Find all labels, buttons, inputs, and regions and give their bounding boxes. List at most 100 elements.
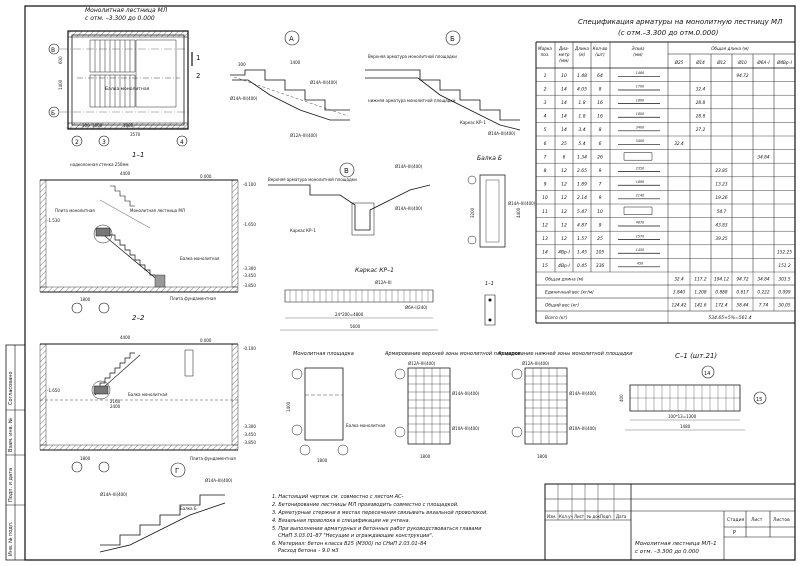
platform-title: Монолитная площадка	[293, 351, 354, 357]
platform-beam-label: Балка монолитная	[346, 423, 386, 428]
detail-g-rebar-2: Ø14А–III(400)	[205, 478, 233, 483]
spec-row-sketch: 3400	[636, 126, 644, 130]
detail-g: Г Ø14А–III(400) Ø14А–III(400) Балка Б	[100, 463, 233, 552]
spec-total-val: 34.84	[757, 276, 770, 282]
plan-dim-300: 300	[82, 123, 90, 128]
plan-dim-600: 600	[58, 56, 63, 64]
spec-row-len: 2.14	[577, 195, 587, 201]
spec-row-diam: 14	[561, 114, 567, 120]
lower-zone-dim: 1800	[537, 454, 548, 459]
spec-total-val: 30.05	[778, 302, 791, 308]
spec-row-val: 32.4	[696, 86, 706, 92]
detail-b-label: Б	[450, 35, 455, 43]
spec-header-5: Общая длина (м)	[711, 46, 749, 51]
side-stamp-sign-date: Подп. и дата	[8, 468, 14, 502]
spec-row-diam: 12	[561, 168, 567, 174]
spec-row-sketch: 5400	[636, 139, 644, 143]
section-1-plate-label: Плита монолитная	[55, 208, 95, 213]
spec-row-len: 3.4	[578, 127, 585, 133]
spec-row-pos: 5	[544, 127, 547, 133]
kp1-title: Каркас КР–1	[355, 267, 394, 274]
beam-b-title: Балка Б	[477, 155, 502, 162]
spec-total-val: 1.208	[694, 289, 707, 295]
section-1-lvl-1: -0.100	[243, 182, 256, 187]
upper-zone-rebar-3: Ø10А–III(400)	[452, 426, 480, 431]
spec-header-0: Марка	[538, 46, 552, 51]
section-2-title: 2–2	[132, 314, 145, 322]
spec-row-pos: 9	[544, 182, 547, 188]
section-2-lvl-5: -3.850	[243, 440, 256, 445]
stamp-col-1: Кол.уч	[559, 514, 573, 519]
spec-grid: Маркапоз.Диа-метр(мм)Длина(м)Кол-во(шт)Э…	[536, 42, 795, 323]
stamp-col-2: Лист	[574, 514, 585, 519]
spec-total-val: 7.74	[759, 302, 769, 308]
spec-row-val: 94.72	[736, 73, 749, 79]
detail-a-label: А	[289, 35, 294, 43]
section-1-title: 1–1	[132, 151, 144, 159]
spec-total-val: 0.888	[715, 289, 728, 295]
spec-header-3: Кол-во	[593, 46, 608, 51]
spec-row-pos: 8	[544, 168, 547, 174]
plan-dim-3570: 3570	[130, 132, 141, 137]
detail-v-rebar-1: Ø14А–III(400)	[395, 164, 423, 169]
section-2-lvl-1: -0.100	[243, 346, 256, 351]
note-1: 1. Настоящий чертеж см. совместно с лист…	[272, 494, 404, 500]
plan-view: Монолитная лестница МЛ с отм. –3.300 до …	[49, 7, 200, 146]
spec-row-qty: 16	[597, 114, 603, 120]
spec-row-val: 34.84	[757, 154, 770, 160]
detail-b-lower: нижняя арматура монолитной площадки	[368, 98, 456, 103]
spec-total-val: 172.4	[715, 302, 728, 308]
kp1-rebar-2: Ø6А–I(240)	[405, 305, 428, 310]
detail-v-rebar-2: Ø14А–III(400)	[395, 206, 423, 211]
spec-row-sketch: 1570	[636, 234, 644, 238]
upper-zone-rebar-2: Ø14А–III(400)	[452, 391, 480, 396]
lower-zone-rebar-3: Ø10А–III(400)	[569, 426, 597, 431]
section-2-lvl-2: -1.650	[47, 388, 60, 393]
spec-total-label: Единичный вес (кг/м)	[545, 289, 594, 295]
note-4: 4. Вязальная проволока в спецификации не…	[272, 518, 410, 524]
spec-row-sketch-shape	[624, 207, 652, 215]
beam-b-rebar: Ø14А–III(400)	[508, 201, 536, 206]
spec-row-len: 1.8	[578, 100, 585, 106]
spec-total-val: 194.12	[714, 276, 729, 282]
spec-row-sketch: 1800	[636, 112, 644, 116]
note-6: 6. Материал: бетон класса В25 (М300) по …	[272, 541, 427, 547]
spec-row-pos: 11	[542, 209, 548, 215]
section-1-lvl-6: -3.850	[243, 283, 256, 288]
spec-row-val: 43.83	[715, 222, 728, 228]
spec-row-qty: 9	[599, 195, 602, 201]
section-2-lvl-0: 0.000	[200, 338, 212, 343]
plan-axis-4: 4	[180, 139, 184, 146]
side-stamp-inv: Инв. № подл.	[8, 521, 14, 556]
detail-v-upper: Верхняя арматура монолитной площадки	[268, 177, 357, 182]
section-1-stair-label: Монолитная лестница МЛ	[130, 208, 185, 213]
spec-row-len: 1.57	[577, 236, 587, 242]
spec-grand-total: 534.65+5%=561.4	[708, 315, 751, 321]
upper-zone-dim: 1800	[420, 454, 431, 459]
spec-subheader-2: Ø12	[716, 60, 726, 65]
stamp-col-0: Изм.	[547, 514, 556, 519]
spec-total-label: Общий вес (кг)	[545, 302, 579, 308]
spec-total-val: 124.42	[671, 302, 686, 308]
spec-row-sketch: 2140	[636, 194, 644, 198]
section-2-2: 2–2 Балка монолитная Плита фундаментная …	[40, 314, 256, 472]
spec-row-diam: 14	[561, 100, 567, 106]
spec-row-len: 5.47	[577, 209, 587, 215]
spec-row-diam: 12	[561, 236, 567, 242]
note-2: 2. Бетонирование лестницы МЛ производить…	[272, 502, 459, 508]
section-1-dim-1800: 1800	[80, 297, 91, 302]
spec-row-val: 23.85	[715, 168, 728, 174]
stamp-col-4: Подп.	[600, 514, 612, 519]
lower-zone-rebar-1: Ø12А–III(400)	[522, 361, 550, 366]
spec-row-qty: 26	[597, 154, 603, 160]
spec-row-val: 152.25	[777, 250, 792, 256]
side-stamp: Согласовано Взам. инв. № Подп. и дата Ин…	[6, 345, 25, 560]
platform-dim-1800: 1800	[317, 458, 328, 463]
plan-axis-b: Б	[51, 110, 55, 117]
spec-row-diam: 14	[561, 86, 567, 92]
s1-dim-1480: 1480	[680, 424, 691, 429]
spec-row-sketch-shape	[624, 153, 652, 161]
s1-marker-14: 14	[704, 371, 710, 377]
detail-a-rebar-1: Ø14А–III(400)	[230, 96, 258, 101]
spec-total-val: 117.2	[694, 276, 707, 282]
